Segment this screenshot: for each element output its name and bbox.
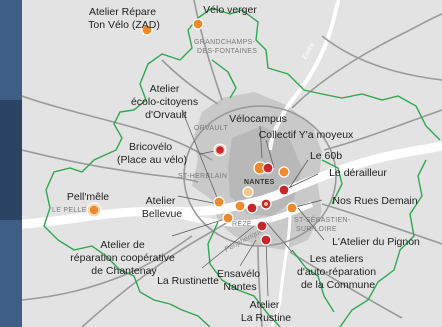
marker-west-island[interactable] <box>234 200 246 212</box>
label-rustinette: La Rustinette <box>157 275 219 287</box>
muni-le-pellerin: LE PELLERIN <box>52 207 100 214</box>
label-atelier-repare: Atelier Répare Ton Vélo (ZAD) <box>88 6 160 31</box>
marker-reze[interactable] <box>256 220 268 232</box>
marker-atelier-repare[interactable] <box>141 24 153 36</box>
marker-collectif[interactable] <box>262 162 274 174</box>
marker-nos-rues[interactable] <box>286 202 298 214</box>
map-canvas[interactable]: GRANDCHAMPS- DES-FONTAINES ORVAULT ST-HE… <box>22 0 442 327</box>
metropole-boundary <box>43 7 441 327</box>
label-bellevue: Atelier Bellevue <box>142 195 182 220</box>
marker-bricovelo[interactable] <box>216 146 224 154</box>
road-network <box>22 0 442 327</box>
label-velo-verger: Vélo verger <box>203 4 257 16</box>
label-collectif: Collectif Y'a moyeux <box>259 129 354 141</box>
erdre-river <box>268 0 341 151</box>
marker-ile-1[interactable] <box>246 202 258 214</box>
label-nos-rues: Nos Rues Demain <box>332 195 417 207</box>
marker-derailleur[interactable] <box>278 184 290 196</box>
marker-bellevue[interactable] <box>213 196 225 208</box>
muni-grandchamps: GRANDCHAMPS- <box>194 39 256 46</box>
muni-grandchamps-2: DES-FONTAINES <box>197 48 257 55</box>
label-derailleur: Le dérailleur <box>329 167 387 179</box>
marker-velo-verger[interactable] <box>192 18 204 30</box>
marker-pellmele[interactable] <box>89 205 99 215</box>
muni-st-herblain: ST-HERBLAIN <box>178 173 227 180</box>
muni-reze: REZÉ <box>232 219 252 228</box>
label-ensavelo: Ensavélo Nantes <box>217 268 263 293</box>
label-chantenay: Atelier de réparation coopérative de Cha… <box>70 239 177 277</box>
muni-st-sebastien: ST-SÉBASTIEN- <box>294 215 351 224</box>
place-labels: Atelier Répare Ton Vélo (ZAD) Vélo verge… <box>67 4 420 324</box>
muni-orvault: ORVAULT <box>194 125 228 132</box>
label-bricovelo: Bricovélo (Place au vélo) <box>117 141 187 166</box>
workshop-markers <box>86 18 298 246</box>
label-pignon: L'Atelier du Pignon <box>332 236 420 248</box>
marker-center[interactable] <box>242 186 254 198</box>
muni-st-sebastien-2: SUR-LOIRE <box>296 226 337 233</box>
map-svg: GRANDCHAMPS- DES-FONTAINES ORVAULT ST-HE… <box>22 0 442 327</box>
label-le60b: Le 60b <box>310 150 342 162</box>
label-velocampus: Vélocampus <box>229 113 287 125</box>
left-edge-photo-strip <box>0 0 22 327</box>
marker-rustine[interactable] <box>260 234 272 246</box>
river-erdre-label: Erdre <box>300 41 317 61</box>
label-rustine: Atelier La Rustine <box>241 299 291 324</box>
muni-nantes: NANTES <box>244 179 275 186</box>
label-ateliers-commune: Les ateliers d'auto-réparation de la Com… <box>297 253 379 291</box>
label-atelier-orvault: Atelier écolo-citoyens d'Orvault <box>131 83 201 121</box>
label-pellmele: Pell'mêle <box>67 191 109 203</box>
marker-le60b[interactable] <box>278 166 290 178</box>
marker-chantenay[interactable] <box>222 212 234 224</box>
